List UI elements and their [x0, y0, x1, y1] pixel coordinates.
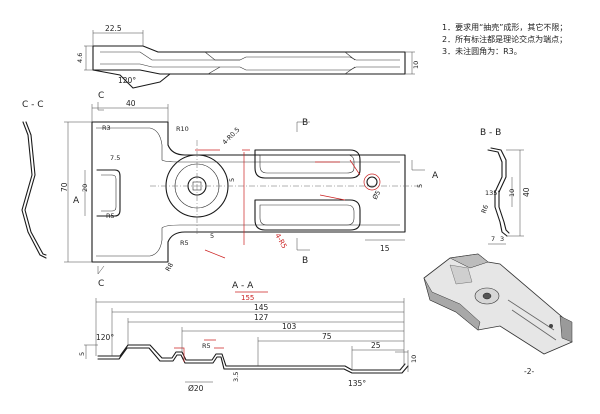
b-label-top: B: [302, 118, 308, 128]
main-view: C C 40 70 20 A: [60, 91, 439, 289]
c-label-bottom: C: [98, 279, 104, 289]
dim-left-pocket: 20: [81, 184, 89, 192]
dim-5c: 5: [416, 184, 424, 188]
dim-main-top: 40: [126, 99, 136, 108]
aa-dim-r5: R5: [202, 342, 211, 350]
aa-dim-25: 25: [371, 341, 381, 350]
aa-dim-127: 127: [254, 313, 269, 322]
cc-title: C - C: [22, 100, 44, 110]
aa-dim-155: 155: [241, 294, 254, 302]
dim-4-r05: 4-R0.5: [221, 126, 242, 147]
bb-dim-135: 135°: [485, 189, 501, 197]
bb-dim-10: 10: [508, 189, 516, 197]
bb-section: B - B 40 10 135° R6 7 3: [480, 128, 531, 245]
aa-dim-5: 5: [78, 352, 86, 356]
notes-block: 1．要求用“抽壳”成形，其它不限； 2．所有标注都是理论交点为端点； 3．未注圆…: [442, 22, 567, 56]
bb-dim-40: 40: [522, 187, 531, 197]
b-label-bottom: B: [302, 256, 308, 266]
dim-r10: R10: [176, 125, 189, 133]
bb-dim-7: 7: [491, 235, 495, 243]
dim-top-height: 4.6: [76, 53, 84, 63]
dim-15: 15: [380, 244, 390, 253]
aa-dim-75: 75: [322, 332, 332, 341]
dim-top-width: 22.5: [105, 24, 122, 33]
note-2: 2．所有标注都是理论交点为端点；: [442, 34, 567, 44]
dim-main-total: 70: [60, 182, 69, 192]
isometric-view: [423, 253, 573, 355]
note-1: 1．要求用“抽壳”成形，其它不限；: [442, 22, 567, 32]
aa-dim-145: 145: [254, 303, 269, 312]
dim-r8: R8: [164, 261, 175, 272]
dim-r3: R3: [102, 124, 111, 132]
bb-title: B - B: [480, 128, 501, 138]
aa-title: A - A: [232, 281, 254, 291]
dim-d5: Ø5: [371, 189, 383, 201]
cc-section: C - C: [21, 100, 47, 259]
c-label-top: C: [98, 91, 104, 101]
dim-r5b: R5: [106, 212, 115, 220]
aa-dim-35: 3.5: [232, 372, 240, 382]
dim-top-flange: 10: [412, 61, 420, 69]
note-3: 3．未注圆角为：R3。: [442, 46, 522, 56]
page-number: -2-: [524, 367, 534, 376]
bb-dim-r6: R6: [480, 204, 490, 215]
dim-4-r5: 4-R5: [273, 232, 288, 250]
aa-dim-135: 135°: [348, 379, 366, 388]
aa-dim-103: 103: [282, 322, 297, 331]
top-view: 22.5 4.6 120° 10: [76, 24, 420, 89]
aa-dim-d20: Ø20: [188, 384, 204, 393]
aa-section: A - A 155 145 127 103 75 25 10 5 120° Ø2…: [78, 281, 418, 393]
a-label-left: A: [73, 196, 80, 206]
dim-5a: 5: [210, 232, 214, 240]
aa-dim-10: 10: [410, 355, 418, 363]
bb-dim-3: 3: [500, 235, 504, 243]
dim-5b: 5: [228, 178, 236, 182]
dim-top-angle: 120°: [118, 76, 136, 85]
a-label-right: A: [432, 171, 439, 181]
dim-r5a: R5: [180, 239, 189, 247]
aa-dim-120: 120°: [96, 333, 114, 342]
dim-r7: 7.5: [110, 154, 120, 162]
